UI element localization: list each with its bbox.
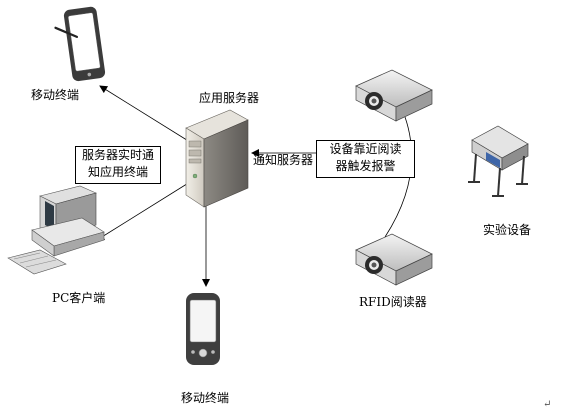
notify-server-label: 通知服务器	[253, 153, 314, 167]
rfid-reader-label: RFID阅读器	[359, 295, 427, 309]
pc-client-label: PC客户端	[52, 291, 106, 305]
projector-reader-icon	[355, 69, 433, 122]
plotter-printer-icon	[468, 125, 529, 197]
projector-reader-icon	[355, 233, 433, 286]
reader-alarm-note-line2: 器触发报警	[335, 159, 396, 173]
pda-icon	[186, 293, 220, 365]
lab-equipment-label: 实验设备	[483, 223, 532, 237]
desktop-pc-icon	[7, 185, 105, 275]
reader-alarm-note: 设备靠近阅读 器触发报警	[316, 140, 415, 178]
arrow-to-pc-client	[96, 181, 191, 241]
reader-alarm-note-line1: 设备靠近阅读	[329, 142, 402, 156]
server-push-note-line1: 服务器实时通	[81, 148, 154, 162]
mobile-terminal-bottom-label: 移动终端	[181, 391, 230, 405]
tablet-icon	[54, 6, 106, 82]
server-push-note: 服务器实时通 知应用终端	[75, 146, 161, 184]
server-push-note-line2: 知应用终端	[87, 165, 148, 179]
app-server-label: 应用服务器	[199, 91, 260, 105]
arrow-to-mobile-top	[99, 85, 191, 143]
server-tower-icon	[185, 109, 249, 208]
mobile-terminal-top-label: 移动终端	[31, 88, 80, 102]
paragraph-mark: ↵	[543, 399, 552, 410]
